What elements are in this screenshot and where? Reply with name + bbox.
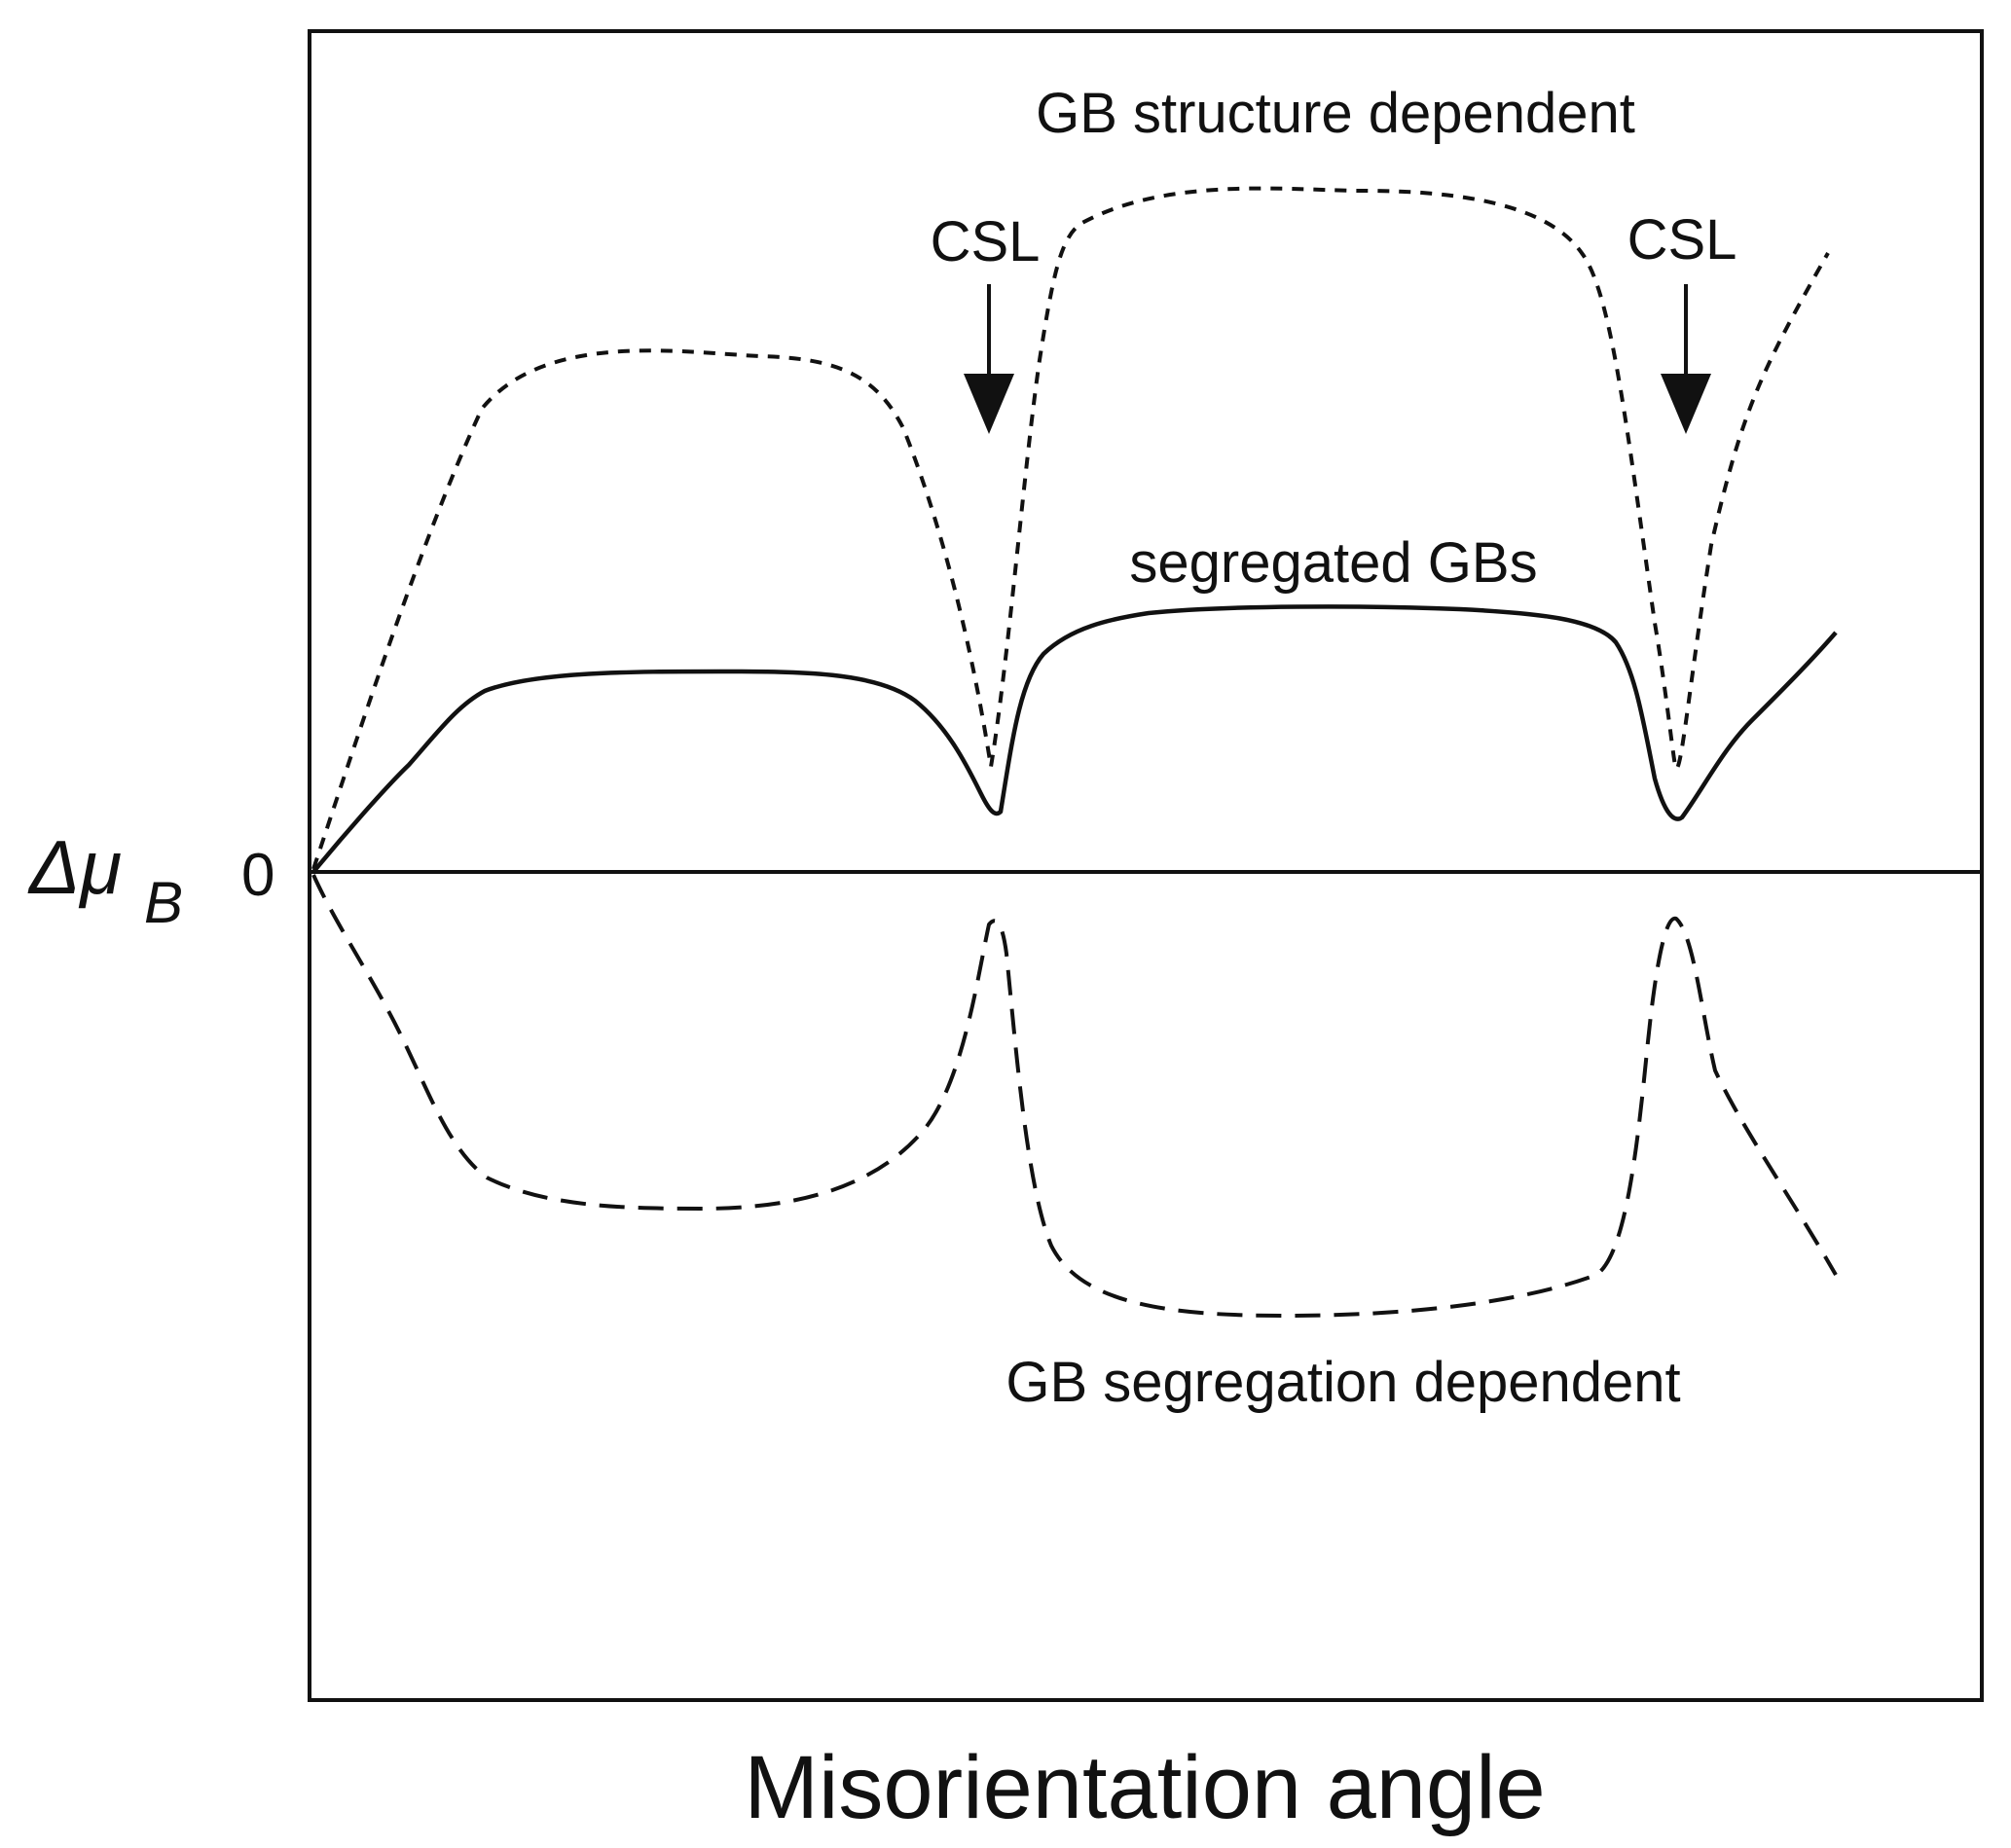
label-gb-structure-dependent: GB structure dependent [1036, 82, 1635, 145]
label-csl-left: CSL [931, 210, 1041, 273]
curve-gb-segregation-dependent [311, 874, 1838, 1319]
x-axis-label: Misorientation angle [744, 1738, 1545, 1837]
plot-frame [308, 29, 1984, 1702]
label-csl-right: CSL [1627, 208, 1737, 272]
label-segregated-gbs: segregated GBs [1129, 531, 1537, 595]
curve-segregated-gbs [311, 604, 1838, 874]
y-axis-label: Δμ B [27, 824, 183, 935]
csl-arrow-right [1661, 284, 1711, 434]
curve-gb-structure-dependent [311, 186, 1830, 870]
zero-tick-label: 0 [241, 842, 274, 909]
y-axis-symbol: Δμ [27, 824, 122, 910]
y-axis-subscript: B [144, 870, 183, 935]
csl-arrow-left [964, 284, 1014, 434]
label-gb-segregation-dependent: GB segregation dependent [1006, 1351, 1680, 1414]
